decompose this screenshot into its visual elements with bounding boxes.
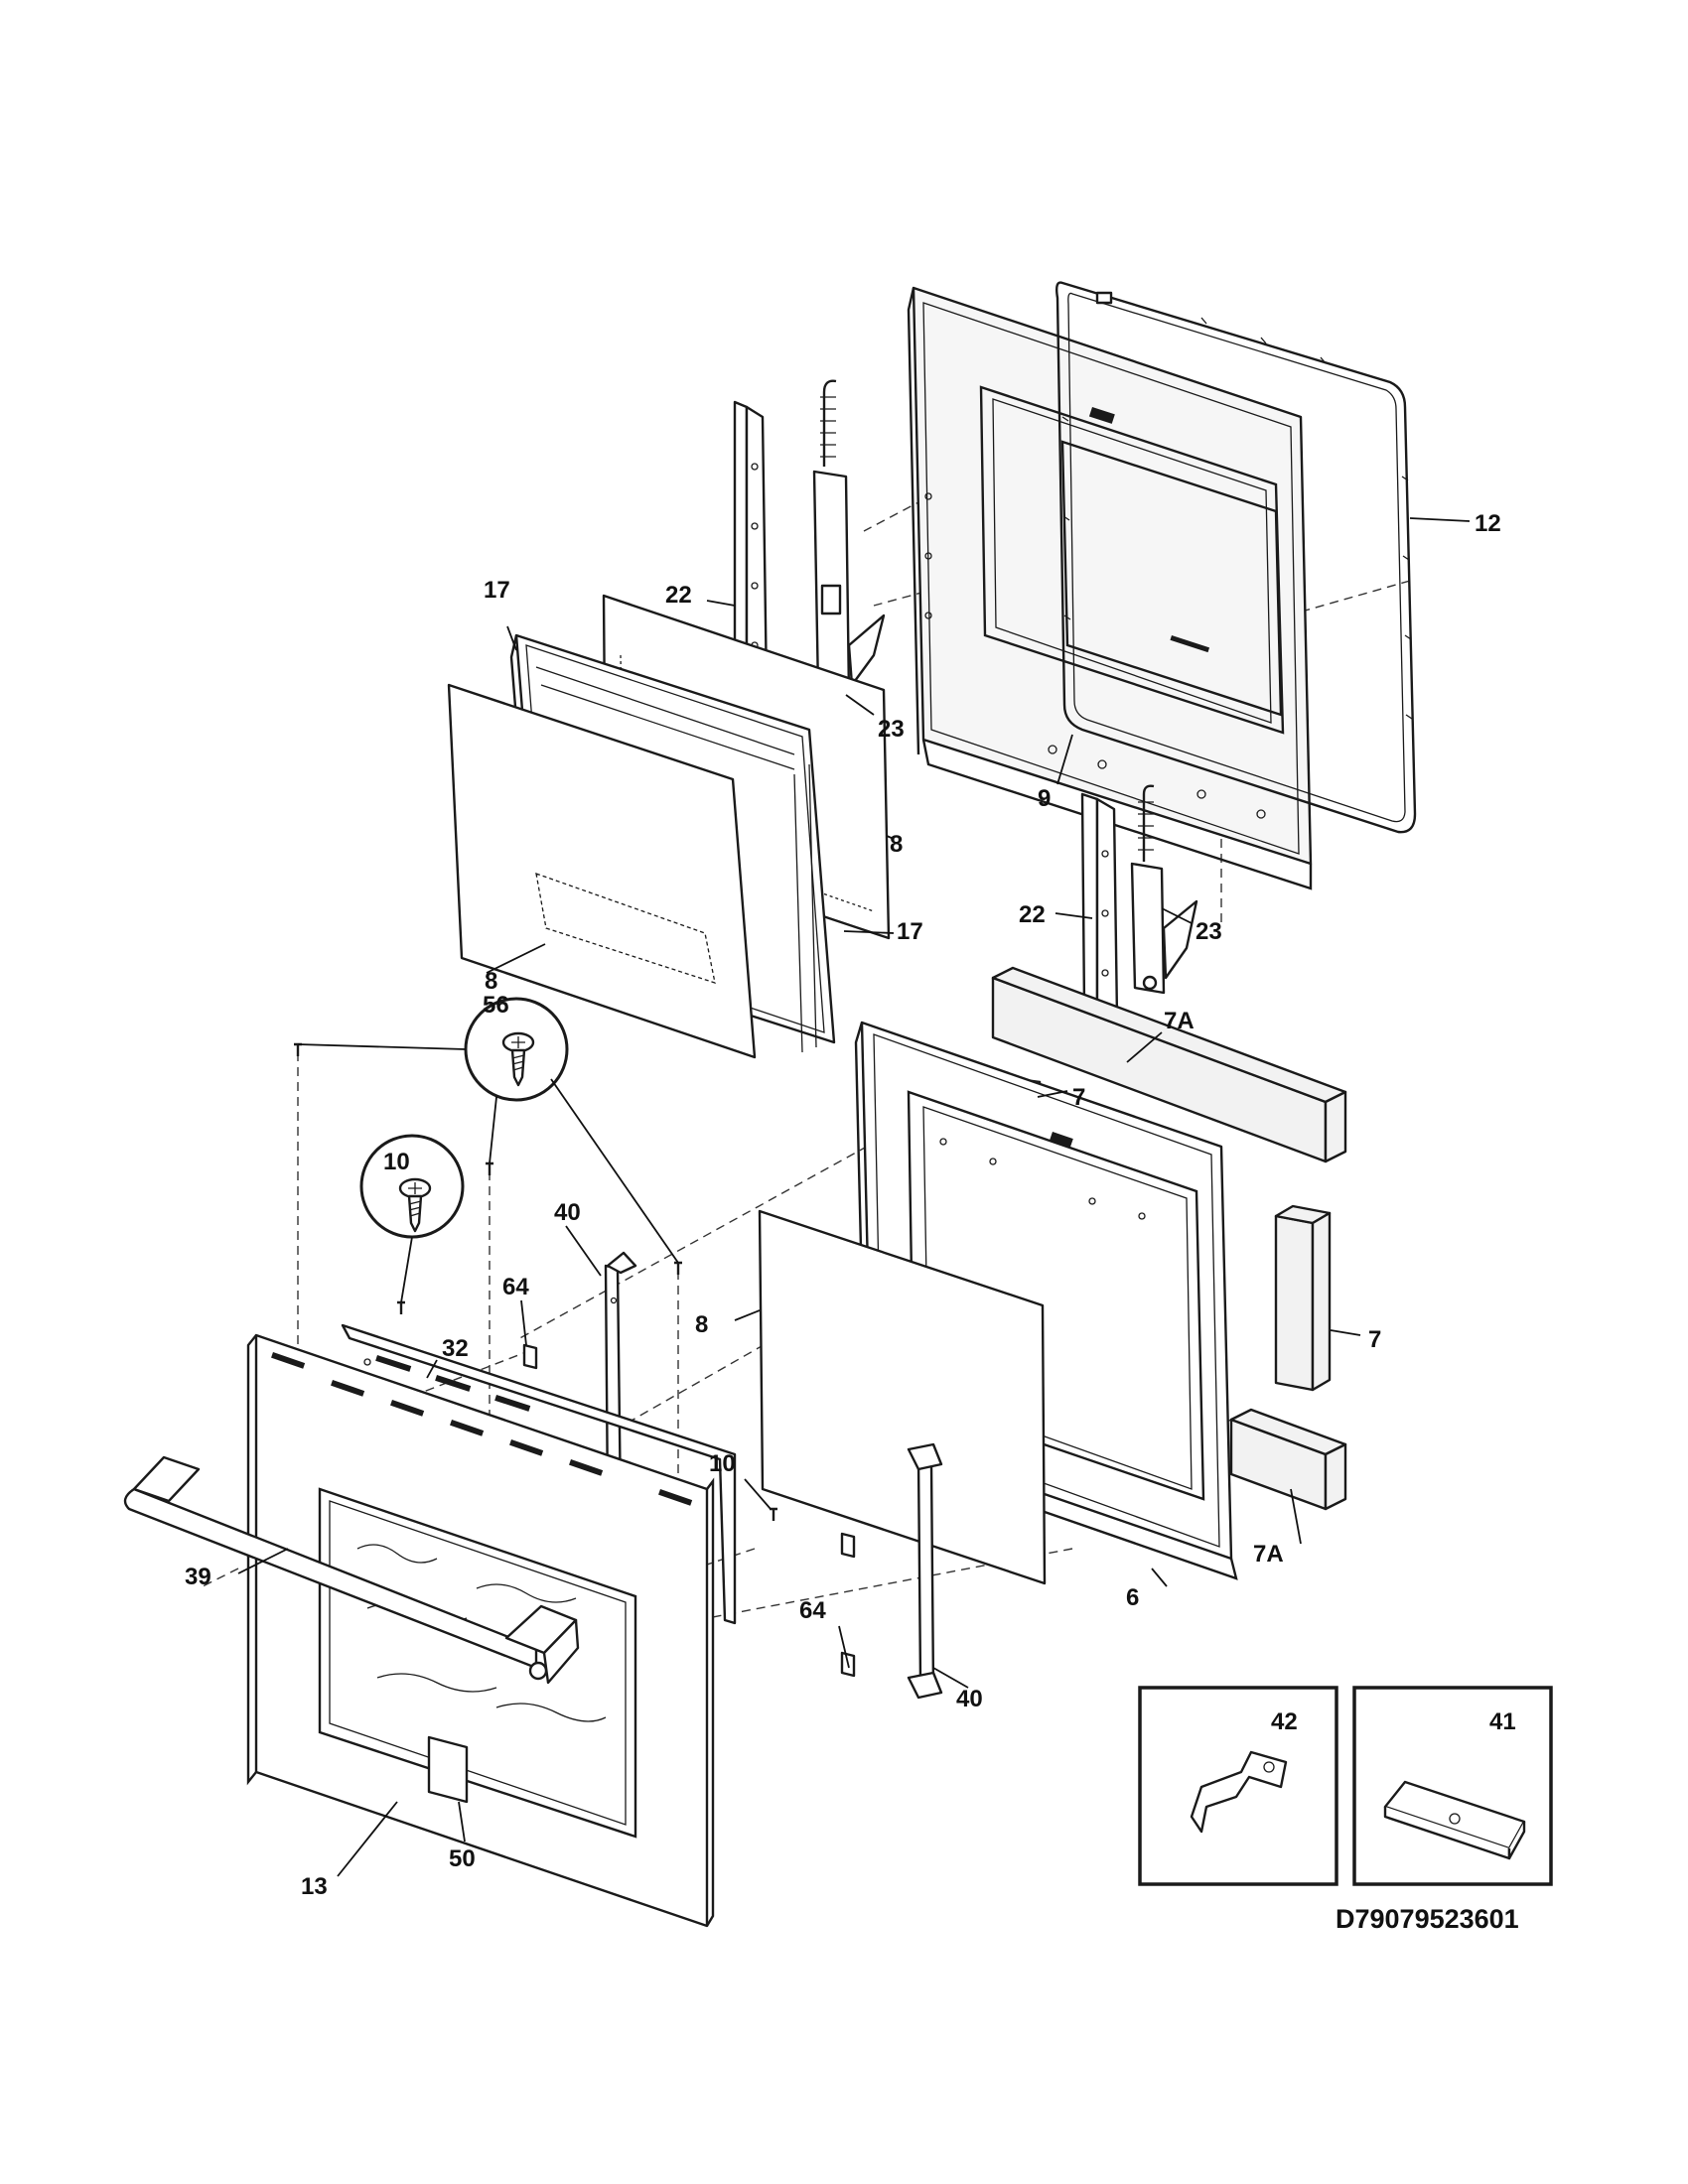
callout-23-upper: 23 <box>878 716 905 743</box>
callout-6: 6 <box>1126 1584 1139 1611</box>
spacer-part-64 <box>522 1343 856 1678</box>
detail-box-part-42 <box>1138 1686 1338 1886</box>
callout-10-screw: 10 <box>709 1450 736 1477</box>
callout-17-lower: 17 <box>897 918 923 945</box>
callout-9: 9 <box>1038 785 1051 812</box>
callout-8-back: 8 <box>890 831 903 858</box>
callout-12: 12 <box>1475 510 1501 537</box>
callout-7a-bottom: 7A <box>1253 1541 1284 1568</box>
leader-lines <box>237 517 1471 1877</box>
callout-64-lower: 64 <box>799 1597 826 1624</box>
magnifier-screw-56 <box>464 997 569 1102</box>
glass-panel-part-8-front <box>447 683 757 1059</box>
detail-box-part-41 <box>1352 1686 1553 1886</box>
callout-7a-top: 7A <box>1164 1008 1195 1034</box>
callout-23-lower: 23 <box>1196 918 1222 945</box>
magnifier-screw-10 <box>359 1134 465 1239</box>
callout-13: 13 <box>301 1873 328 1900</box>
callout-50: 50 <box>449 1845 476 1872</box>
callout-40-upper: 40 <box>554 1199 581 1226</box>
callout-8-lower: 8 <box>695 1311 708 1338</box>
callout-64-upper: 64 <box>502 1274 529 1300</box>
door-liner-part-9 <box>907 286 1313 890</box>
glass-panel-part-8-lower <box>758 1209 1047 1585</box>
callout-56: 56 <box>483 992 509 1019</box>
callout-39: 39 <box>185 1564 211 1590</box>
callout-41: 41 <box>1489 1708 1516 1735</box>
door-top-channel-part-32 <box>341 1323 737 1625</box>
callout-17-upper: 17 <box>484 577 510 604</box>
callout-8-front: 8 <box>485 968 497 995</box>
callout-40-lower: 40 <box>956 1686 983 1712</box>
door-gasket-part-12 <box>1055 281 1417 834</box>
callout-labels: 12 22 17 23 9 8 17 8 22 23 7A 7 56 10 40… <box>185 510 1519 1934</box>
label-part-50 <box>427 1735 469 1804</box>
hinge-part-23-lower <box>1130 784 1198 995</box>
door-trim-part-40-right <box>907 1442 943 1700</box>
callout-7-right: 7 <box>1368 1326 1381 1353</box>
callout-32: 32 <box>442 1335 469 1362</box>
callout-42: 42 <box>1271 1708 1298 1735</box>
hinge-receiver-part-22-lower <box>1080 792 1119 1020</box>
callout-7-top: 7 <box>1072 1084 1085 1111</box>
door-handle-part-39 <box>123 1455 580 1685</box>
hinge-part-23-upper <box>812 379 886 697</box>
callout-10-magnifier: 10 <box>383 1149 410 1175</box>
callout-22-upper: 22 <box>665 582 692 609</box>
diagram-id: D79079523601 <box>1336 1904 1519 1934</box>
callout-22-lower: 22 <box>1019 901 1046 928</box>
insulation-part-7a <box>991 966 1347 1511</box>
